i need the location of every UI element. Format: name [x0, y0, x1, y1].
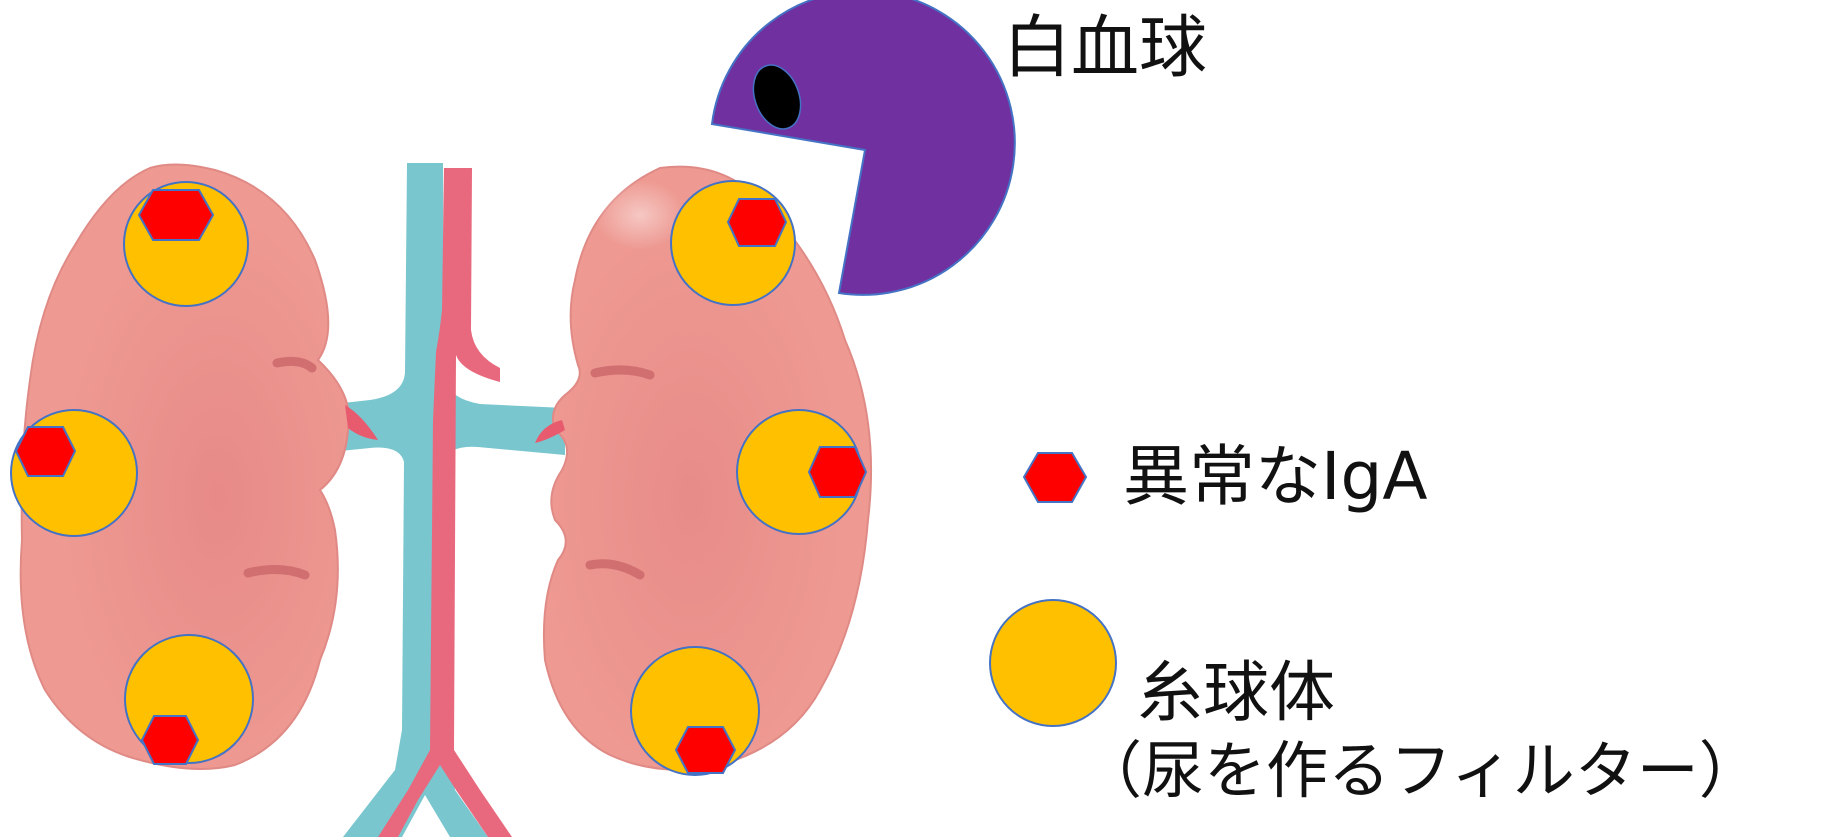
abnormal-iga	[809, 447, 866, 497]
legend-iga-icon	[1024, 453, 1086, 502]
abnormal-iga	[728, 199, 786, 246]
abnormal-iga	[139, 190, 213, 240]
legend-glomerulus-label: 糸球体	[1137, 660, 1335, 726]
abnormal-iga	[676, 727, 735, 773]
legend-glomerulus-note: （尿を作るフィルター）	[1080, 740, 1761, 802]
abnormal-iga	[142, 716, 198, 764]
wbc-label: 白血球	[1003, 15, 1207, 83]
abnormal-iga	[16, 427, 75, 476]
blood-vessels	[325, 163, 565, 837]
legend	[990, 453, 1116, 726]
legend-iga-label: 異常なIgA	[1123, 444, 1428, 510]
right-kidney-crease-top	[595, 370, 650, 375]
artery	[378, 168, 512, 837]
legend-glomerulus-icon	[990, 600, 1116, 726]
